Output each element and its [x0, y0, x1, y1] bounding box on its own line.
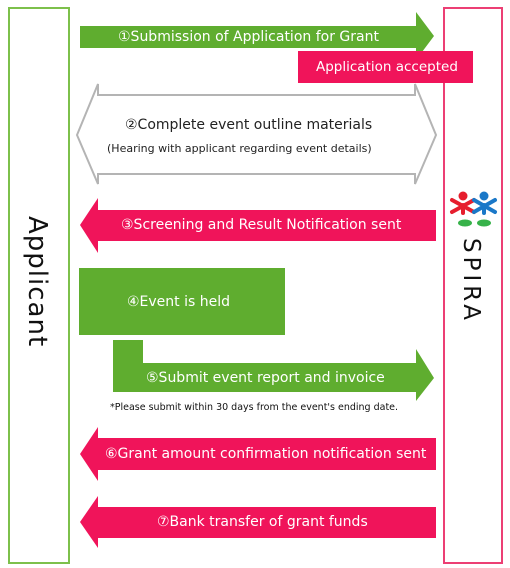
step-2-label: ②Complete event outline materials — [125, 117, 373, 133]
arrow-step-1 — [80, 12, 434, 60]
application-accepted-label: Application accepted — [316, 59, 458, 75]
arrow-step-7 — [80, 496, 436, 548]
step-2-sublabel: (Hearing with applicant regarding event … — [107, 142, 372, 155]
event-box — [79, 268, 285, 335]
step-6-label: ⑥Grant amount confirmation notification … — [105, 446, 427, 462]
spira-label: SPIRA — [458, 238, 484, 325]
applicant-column — [8, 7, 70, 564]
applicant-label: Applicant — [22, 216, 52, 348]
arrow-step-2 — [75, 83, 438, 185]
arrow-step-6 — [80, 427, 436, 481]
spira-people-logo-icon — [450, 191, 497, 227]
step-4-label: ④Event is held — [127, 294, 231, 310]
step-3-label: ③Screening and Result Notification sent — [121, 217, 402, 233]
arrow-step-5 — [113, 340, 434, 401]
arrow-step-3 — [80, 198, 436, 253]
spira-column — [443, 7, 503, 564]
step-5-label: ⑤Submit event report and invoice — [146, 370, 385, 386]
step-7-label: ⑦Bank transfer of grant funds — [157, 514, 368, 530]
step-1-label: ①Submission of Application for Grant — [118, 29, 379, 45]
accepted-box — [298, 51, 473, 83]
step-5-note: *Please submit within 30 days from the e… — [110, 402, 399, 413]
